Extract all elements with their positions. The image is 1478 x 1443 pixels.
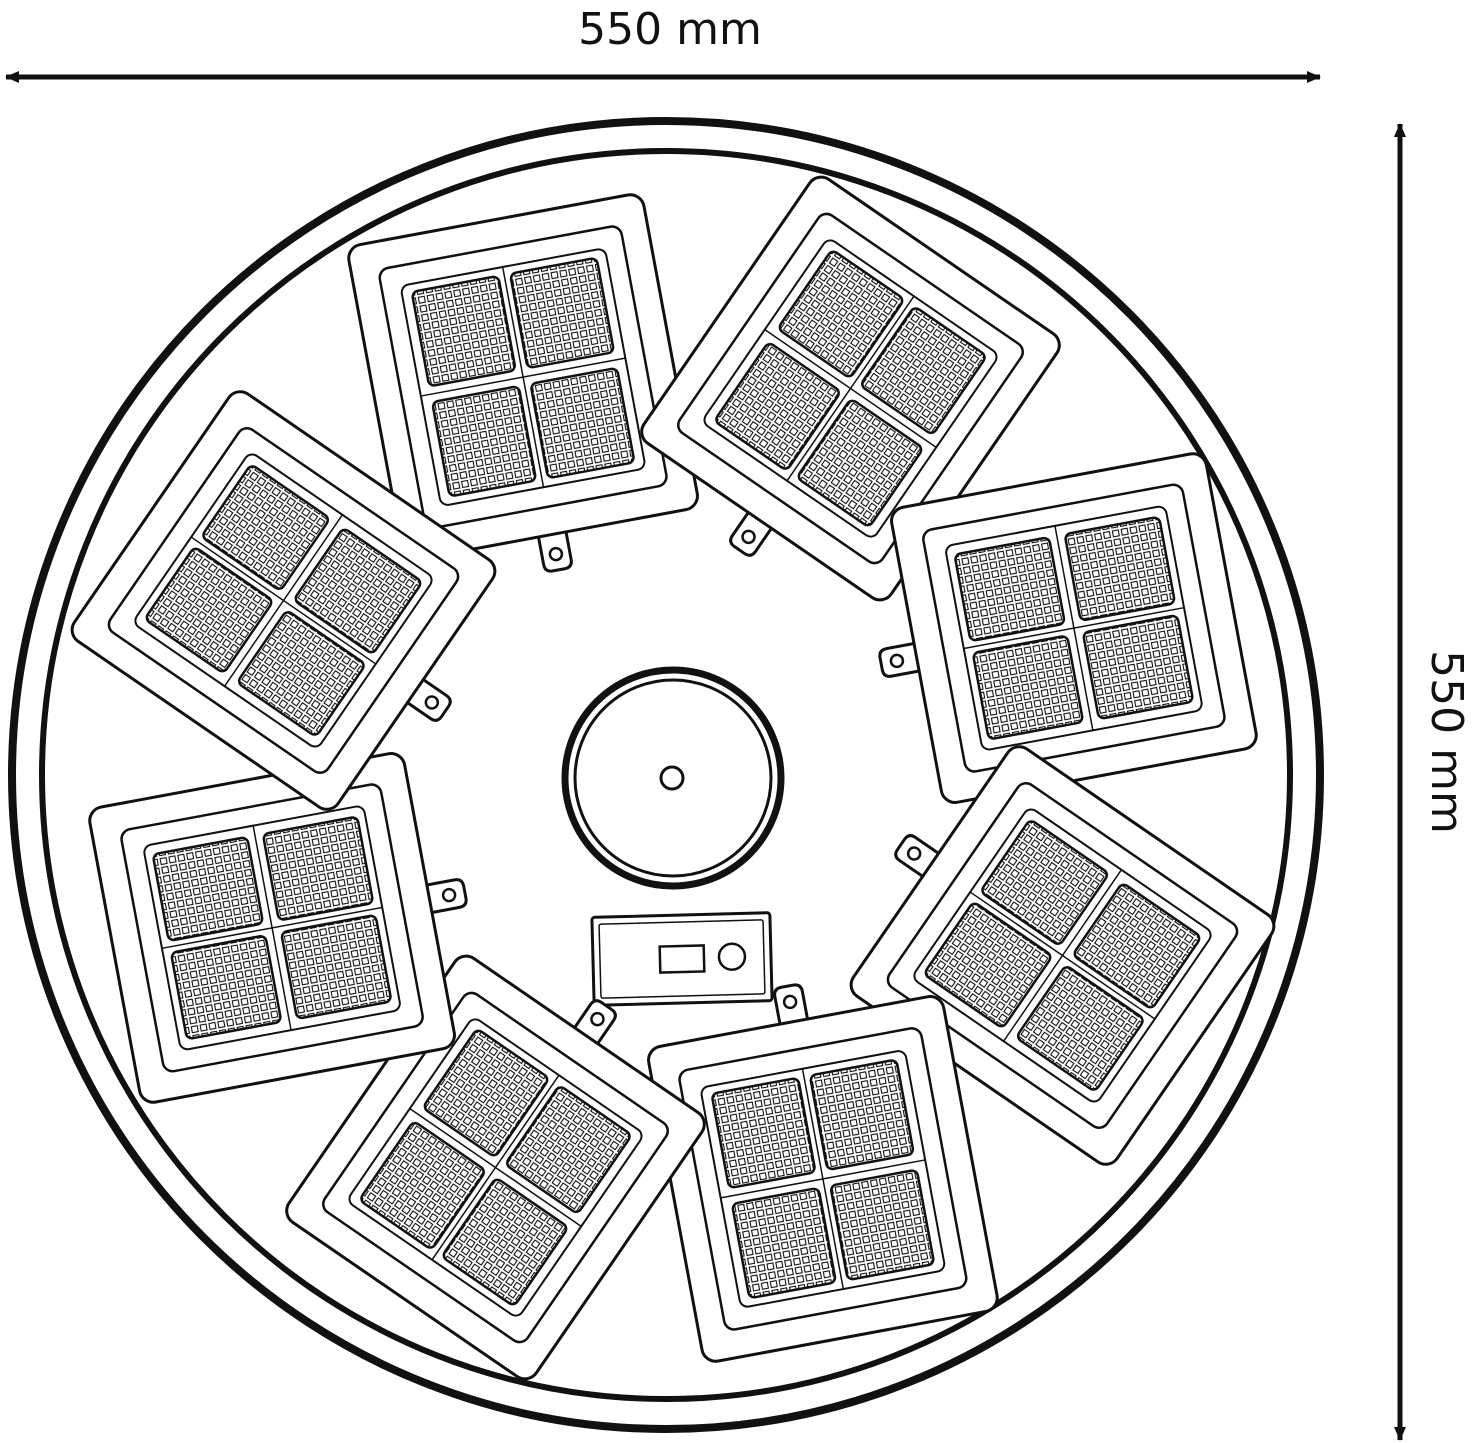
mounting-tab-hole	[590, 1011, 605, 1027]
heating-element-grid	[360, 1121, 485, 1249]
mounting-tab-outline	[406, 678, 452, 722]
heating-element-grid	[237, 611, 365, 736]
element-divider-horizontal	[409, 1107, 582, 1228]
heating-panel	[878, 452, 1258, 804]
mounting-tab-hole	[741, 529, 756, 545]
heating-element-grid	[152, 836, 264, 942]
panel-inner-frame	[886, 782, 1239, 1129]
panel-inner-frame	[107, 427, 460, 774]
mounting-tab	[773, 983, 809, 1025]
element-divider-horizontal	[720, 1159, 926, 1199]
heating-element-grid	[972, 635, 1084, 740]
width-dimension-label: 550 mm	[578, 4, 762, 55]
mounting-tab-hole	[548, 546, 564, 562]
control-box-frame	[590, 911, 774, 1007]
mounting-tab-outline	[573, 999, 617, 1045]
panel-inner-frame	[120, 783, 424, 1073]
inner-rim	[39, 148, 1293, 1402]
mounting-tab-hole	[424, 695, 440, 710]
panel-inner-frame	[678, 1027, 968, 1331]
heating-panel	[849, 745, 1276, 1166]
heating-element-grid	[924, 902, 1052, 1028]
hub-inner-ring	[573, 678, 773, 878]
mounting-tab-outline	[773, 983, 809, 1025]
heating-element-grid	[954, 536, 1066, 642]
mounting-tab	[406, 678, 452, 722]
element-divider-horizontal	[252, 825, 292, 1031]
heating-element-grid	[797, 399, 923, 527]
heating-panel	[285, 954, 706, 1381]
heater-body	[8, 117, 1324, 1433]
heating-element-grid	[731, 1187, 837, 1299]
heating-panel	[640, 175, 1061, 602]
mounting-tab	[426, 878, 468, 914]
heating-panels	[70, 175, 1276, 1381]
heating-element-grid	[861, 307, 986, 435]
mounting-tab	[537, 531, 573, 573]
element-divider-horizontal	[223, 514, 344, 687]
heating-element-grid	[202, 465, 330, 590]
heating-element-grid	[170, 935, 282, 1040]
control-box	[590, 911, 774, 1007]
panel-inner-frame	[677, 212, 1024, 565]
mounting-tab-hole	[782, 994, 798, 1010]
heating-element-grid	[442, 1178, 568, 1306]
height-dimension: 550 mm	[1394, 123, 1472, 1441]
element-divider-horizontal	[1054, 525, 1094, 731]
mounting-tab-outline	[426, 878, 468, 914]
element-divider-horizontal	[764, 328, 937, 449]
heating-element-grid	[981, 820, 1109, 945]
mounting-tab-hole	[441, 887, 457, 903]
heating-panel	[88, 752, 468, 1104]
panel-inner-frame	[378, 225, 668, 529]
heating-panel	[647, 983, 999, 1363]
mounting-tab	[573, 999, 617, 1045]
element-divider-horizontal	[1002, 869, 1123, 1042]
heating-element-grid	[715, 342, 840, 470]
heating-element-grid	[711, 1077, 816, 1189]
control-box-inner-frame	[598, 919, 766, 999]
panel-inner-frame	[922, 483, 1226, 773]
mounting-tab-outline	[894, 834, 940, 878]
hub-outer-ring	[561, 666, 785, 890]
mounting-tab	[894, 834, 940, 878]
mounting-tab-outline	[729, 511, 773, 557]
height-dimension-label: 550 mm	[1421, 650, 1472, 834]
mounting-tab-hole	[906, 846, 922, 861]
mounting-tab	[729, 511, 773, 557]
heating-element-grid	[506, 1086, 631, 1214]
heating-panel	[347, 193, 699, 573]
heating-panel	[70, 390, 497, 811]
display-window	[658, 944, 706, 974]
heating-element-grid	[830, 1169, 935, 1281]
heating-element-grid	[1064, 516, 1176, 621]
element-divider-horizontal	[420, 357, 626, 397]
heating-element-grid	[431, 385, 537, 497]
outer-rim	[8, 117, 1324, 1433]
mounting-tab	[878, 642, 920, 678]
width-dimension: 550 mm	[5, 4, 1321, 83]
heating-element-grid	[1073, 883, 1201, 1009]
central-hub	[561, 666, 785, 890]
heating-element-grid	[294, 528, 422, 654]
mounting-tab-outline	[878, 642, 920, 678]
mounting-tab-hole	[889, 653, 905, 669]
panel-inner-frame	[322, 991, 669, 1344]
heating-element-grid	[809, 1059, 915, 1171]
heating-element-grid	[1016, 966, 1144, 1091]
heating-element-grid	[1082, 614, 1194, 720]
heating-element-grid	[778, 250, 904, 378]
heating-element-grid	[145, 547, 273, 673]
hub-center-hole	[659, 765, 685, 791]
mounting-tab-outline	[537, 531, 573, 573]
heating-element-grid	[280, 914, 392, 1020]
heating-element-grid	[411, 275, 516, 387]
control-knob	[717, 942, 747, 971]
heating-element-grid	[423, 1029, 549, 1157]
heating-element-grid	[262, 816, 374, 921]
heating-element-grid	[509, 257, 615, 369]
heating-element-grid	[530, 367, 635, 479]
